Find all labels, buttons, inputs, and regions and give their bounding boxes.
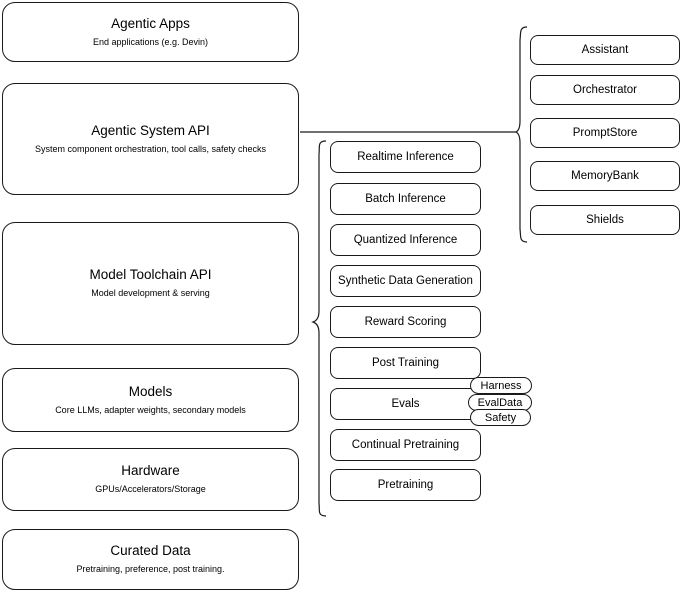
layer-title: Model Toolchain API: [89, 267, 212, 283]
layer-subtitle: GPUs/Accelerators/Storage: [95, 484, 206, 495]
component-label: Assistant: [581, 44, 629, 56]
layer-model-toolchain-api[interactable]: Model Toolchain API Model development & …: [2, 222, 299, 345]
capability-synthetic-data-generation[interactable]: Synthetic Data Generation: [330, 265, 481, 297]
eval-pill-harness[interactable]: Harness: [470, 377, 532, 394]
layer-title: Models: [128, 383, 173, 399]
layer-title: Agentic System API: [91, 122, 210, 138]
layer-curated-data[interactable]: Curated Data Pretraining, preference, po…: [2, 529, 299, 590]
layer-subtitle: System component orchestration, tool cal…: [34, 143, 267, 154]
layer-agentic-system-api[interactable]: Agentic System API System component orch…: [2, 83, 299, 195]
capability-quantized-inference[interactable]: Quantized Inference: [330, 224, 481, 256]
capability-reward-scoring[interactable]: Reward Scoring: [330, 306, 481, 338]
component-label: Shields: [586, 214, 624, 226]
capability-batch-inference[interactable]: Batch Inference: [330, 183, 481, 215]
component-orchestrator[interactable]: Orchestrator: [530, 75, 680, 105]
capability-post-training[interactable]: Post Training: [330, 347, 481, 379]
capability-continual-pretraining[interactable]: Continual Pretraining: [330, 429, 481, 461]
component-assistant[interactable]: Assistant: [530, 35, 680, 65]
component-memorybank[interactable]: MemoryBank: [530, 161, 680, 191]
layer-subtitle: End applications (e.g. Devin): [92, 36, 209, 47]
capability-pretraining[interactable]: Pretraining: [330, 469, 481, 501]
brace-system-components: [514, 26, 528, 243]
eval-pill-safety[interactable]: Safety: [470, 409, 531, 426]
capability-realtime-inference[interactable]: Realtime Inference: [330, 141, 481, 173]
capability-label: Synthetic Data Generation: [338, 275, 473, 287]
capability-label: Batch Inference: [365, 193, 446, 205]
component-label: PromptStore: [572, 127, 638, 139]
eval-pill-label: EvalData: [477, 396, 523, 409]
layer-agentic-apps[interactable]: Agentic Apps End applications (e.g. Devi…: [2, 2, 299, 62]
layer-subtitle: Core LLMs, adapter weights, secondary mo…: [55, 404, 246, 415]
capability-evals[interactable]: Evals: [330, 388, 481, 420]
layer-title: Agentic Apps: [111, 15, 190, 31]
capability-label: Post Training: [371, 357, 440, 369]
layer-subtitle: Model development & serving: [91, 288, 210, 299]
component-label: Orchestrator: [573, 84, 637, 96]
eval-pill-label: Harness: [480, 379, 522, 392]
capability-label: Reward Scoring: [364, 316, 447, 328]
layer-title: Hardware: [121, 463, 180, 479]
capability-label: Realtime Inference: [357, 151, 454, 163]
capability-label: Continual Pretraining: [351, 439, 460, 451]
layer-hardware[interactable]: Hardware GPUs/Accelerators/Storage: [2, 448, 299, 511]
eval-pill-label: Safety: [484, 411, 517, 424]
layer-title: Curated Data: [110, 543, 191, 559]
component-label: MemoryBank: [571, 170, 639, 182]
layer-models[interactable]: Models Core LLMs, adapter weights, secon…: [2, 368, 299, 432]
layer-subtitle: Pretraining, preference, post training.: [76, 564, 225, 575]
capability-label: Evals: [391, 398, 420, 410]
component-shields[interactable]: Shields: [530, 205, 680, 235]
capability-label: Pretraining: [377, 479, 434, 491]
component-promptstore[interactable]: PromptStore: [530, 118, 680, 148]
brace-toolchain-capabilities: [311, 140, 327, 517]
capability-label: Quantized Inference: [353, 234, 458, 246]
